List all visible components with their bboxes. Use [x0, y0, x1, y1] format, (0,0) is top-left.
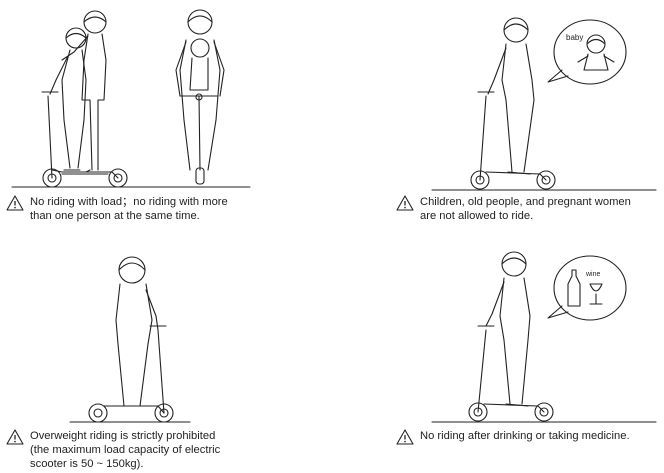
- bubble-label-baby: baby: [566, 33, 583, 42]
- caption-line: Children, old people, and pregnant women: [420, 196, 631, 208]
- caption-text: No riding after drinking or taking medic…: [420, 429, 630, 443]
- rider-overweight: [115, 256, 159, 407]
- scooter-side-4: [468, 325, 554, 422]
- caption-line: than one person at the same time.: [30, 210, 200, 222]
- warning-triangle-icon: [396, 195, 414, 211]
- scooter-front-1: [179, 93, 219, 185]
- caption-line: No riding with load；no riding with more: [30, 196, 228, 208]
- caption-text: Children, old people, and pregnant women…: [420, 195, 631, 223]
- speech-bubble-baby: [547, 19, 627, 85]
- warning-triangle-icon: [6, 429, 24, 445]
- bubble-label-wine: wine: [585, 271, 601, 278]
- caption-line: scooter is 50 ~ 150kg).: [30, 458, 144, 470]
- rider-pregnant: [487, 17, 535, 175]
- caption-line: (the maximum load capacity of electric: [30, 444, 221, 456]
- caption-text: No riding with load；no riding with more …: [30, 195, 228, 223]
- warning-triangle-icon: [6, 195, 24, 211]
- rider-drinking: [485, 251, 531, 407]
- warning-triangle-icon: [396, 429, 414, 445]
- speech-bubble-wine: [547, 255, 627, 321]
- rider-rear-1: [61, 10, 107, 173]
- caption-text: Overweight riding is strictly prohibited…: [30, 429, 220, 471]
- rider-front-1: [49, 27, 87, 171]
- caption-line: No riding after drinking or taking medic…: [420, 430, 630, 442]
- caption-line: Overweight riding is strictly prohibited: [30, 430, 216, 442]
- caption-line: are not allowed to ride.: [420, 210, 534, 222]
- rider-front-view-1: [175, 9, 225, 171]
- scooter-side-2: [470, 91, 556, 190]
